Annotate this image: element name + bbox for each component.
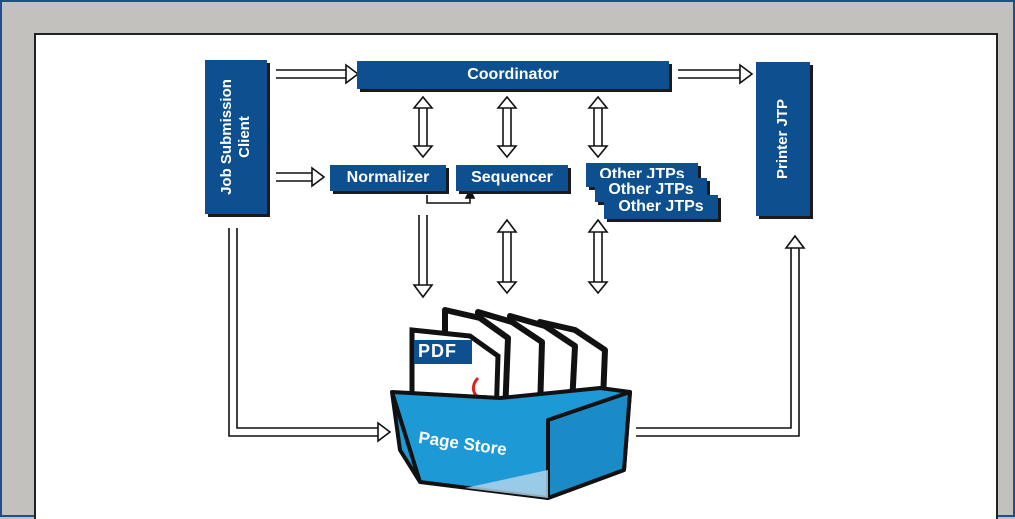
printer-jtp-box: Printer JTP [756,62,810,216]
other-jtp-label-2: Other JTPs [608,181,694,198]
arrow-coord-normalizer [412,95,434,159]
arrow-client-to-normalizer [276,166,326,188]
coordinator-box: Coordinator [357,61,669,89]
other-jtp-box-3: Other JTPs [604,195,718,219]
sequencer-label: Sequencer [471,169,553,186]
job-submission-client: Job Submission Client [205,60,267,214]
arrow-store-to-printer [636,234,806,437]
job-client-label: Job Submission Client [218,79,254,195]
other-jtp-label-3: Other JTPs [618,198,704,215]
arrow-normalizer-to-sequencer [426,188,476,204]
arrow-client-to-coordinator [276,63,360,85]
page-store-graphic [390,307,632,500]
arrow-normalizer-to-store [412,215,434,299]
arrow-coord-other [587,95,609,159]
arrow-sequencer-store [496,218,518,295]
arrow-coordinator-to-printer [678,63,754,85]
normalizer-box: Normalizer [330,165,446,191]
printer-jtp-label: Printer JTP [774,98,791,180]
coordinator-label: Coordinator [467,66,559,83]
normalizer-label: Normalizer [346,169,430,186]
pdf-label: PDF [418,341,457,361]
arrow-coord-sequencer [496,95,518,159]
arrow-other-store [587,218,609,295]
sequencer-box: Sequencer [456,165,568,191]
arrow-client-to-store [228,228,392,443]
